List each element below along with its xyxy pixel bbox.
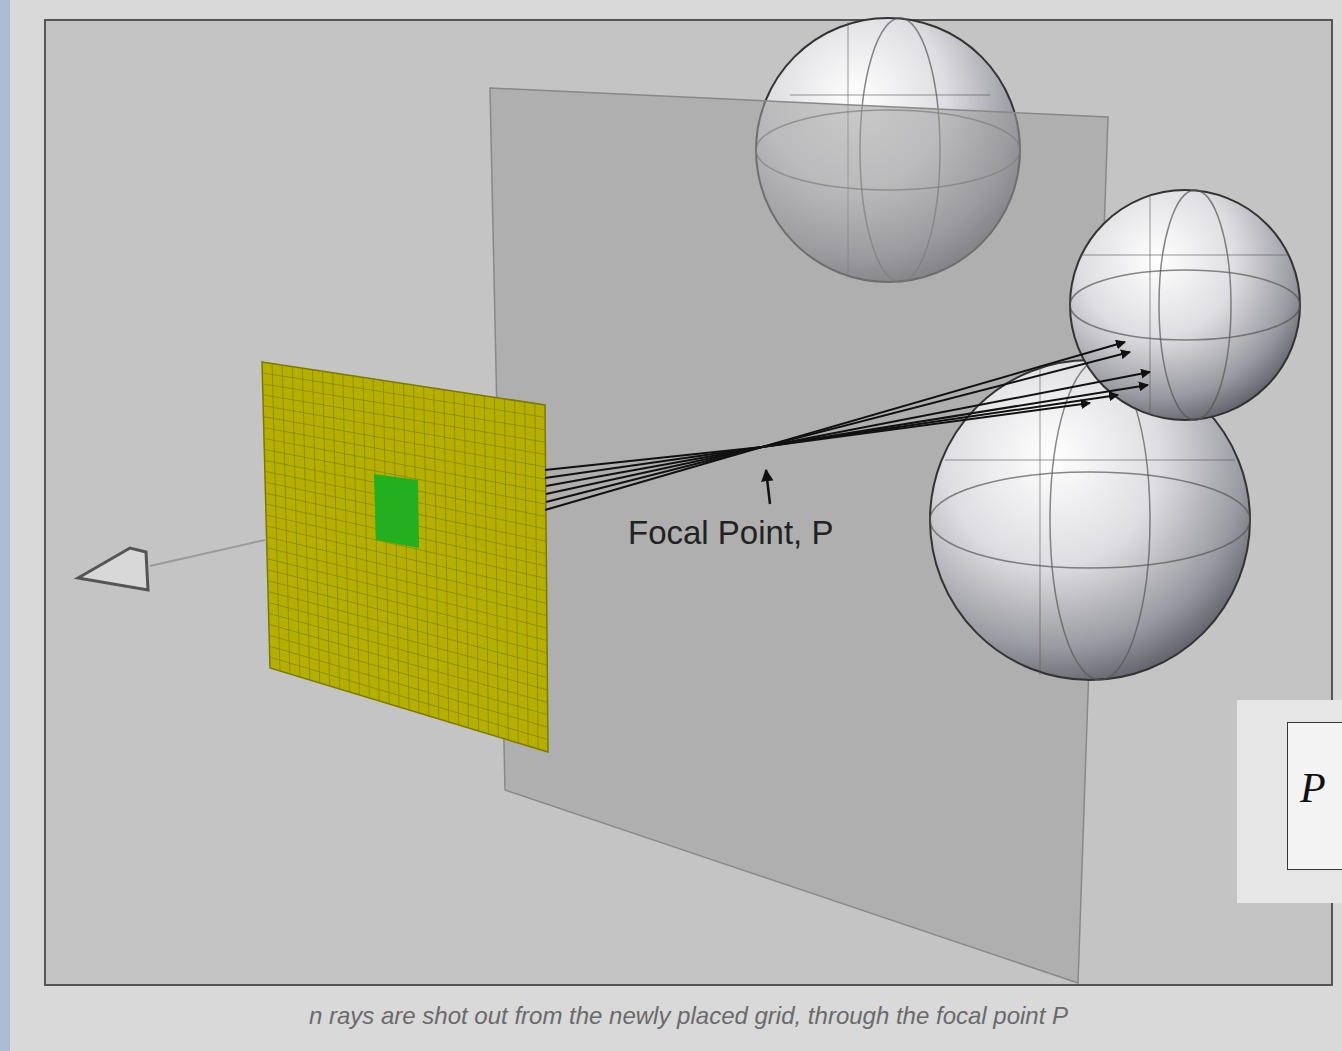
grid-line [464,393,468,728]
sphere [1070,190,1300,420]
grid-line [269,646,547,727]
ray [546,372,1150,486]
figure-caption: n rays are shot out from the newly place… [45,1002,1332,1030]
ray [546,385,1148,494]
grid-line [494,397,498,737]
grid-line [268,592,547,666]
grid-lines [262,364,548,749]
symbol-text: P [1300,763,1336,813]
grid-line [269,635,548,715]
grid-line [267,548,547,616]
scene-panel [45,20,1332,985]
grid-line [525,402,528,746]
grid-line [444,390,449,722]
inset-box: P [1287,722,1342,870]
grid-line [505,399,509,740]
ray-bundle [545,342,1150,510]
ray [545,352,1130,478]
pointer-arrow [766,470,770,504]
grid-line [269,624,548,702]
focal-point-label: Focal Point, P [628,514,833,552]
grid-line [484,396,488,734]
grid-line [267,570,547,641]
side-strip [0,0,10,1051]
grid-line [268,602,547,677]
grid-line [474,394,478,731]
ray [545,403,1090,510]
camera-icon [78,548,148,590]
grid-line [515,400,519,743]
grid-line [414,385,419,713]
grid-line [535,403,538,749]
grid-line [424,387,429,716]
view-line [150,540,265,566]
grid-line [270,657,548,740]
grid-line [434,388,439,719]
pixel-grid [262,362,548,752]
grid-line [454,391,459,725]
grid-line [267,559,547,628]
grid-line [268,581,547,653]
grid-line [269,613,548,690]
selected-pixel [374,474,419,548]
